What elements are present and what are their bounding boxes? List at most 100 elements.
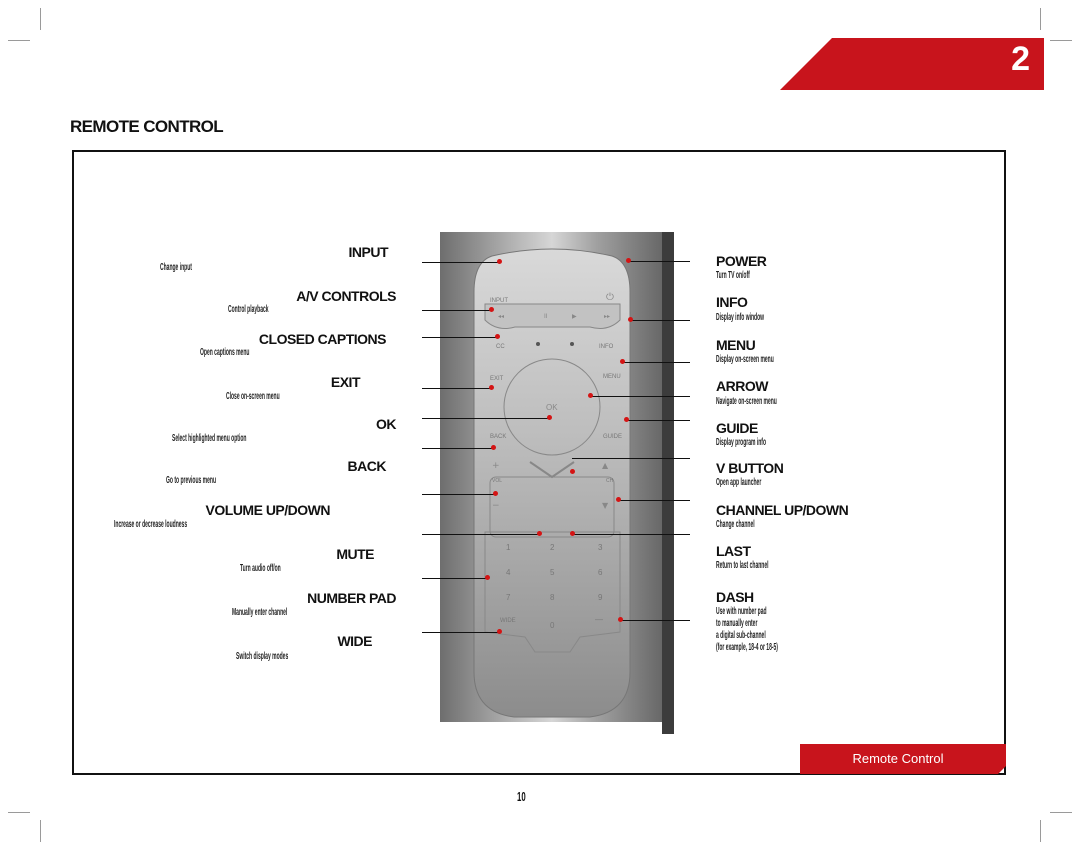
leader-line [422,578,488,579]
plus-icon: + [492,461,500,471]
callout-closed-captions-desc: Open captions menu [200,347,250,358]
callout-dot [537,531,542,536]
leader-line [422,337,498,338]
power-icon: ⏻ [606,292,614,303]
leader-line [572,534,690,535]
callout-dot [485,575,490,580]
number-button-text: 9 [598,593,603,602]
callout-v-button-desc: Open app launcher [716,477,762,488]
callout-dot [489,385,494,390]
minus-icon: − [492,501,500,511]
leader-line [628,261,690,262]
menu-button-text: MENU [603,374,621,380]
number-button-text: 4 [506,568,511,577]
number-button-text: 5 [550,568,555,577]
callout-dot [547,415,552,420]
callout-dash-desc-2: to manually enter [716,618,758,629]
callout-dot [489,307,494,312]
callout-dot [497,259,502,264]
callout-wide-label: WIDE [337,633,372,649]
crop-mark [40,8,41,30]
callout-channel-desc: Change channel [716,519,755,530]
crop-mark [1040,820,1041,842]
number-button-text: 8 [550,593,555,602]
callout-mute-desc: Turn audio off/on [240,563,281,574]
callout-last-desc: Return to last channel [716,560,769,571]
leader-line [422,310,492,311]
callout-dot [616,497,621,502]
crop-mark [1050,40,1072,41]
chapter-number: 2 [1011,40,1030,78]
callout-dot [588,393,593,398]
leader-line [620,620,690,621]
chapter-tab [780,38,1044,90]
callout-last-label: LAST [716,543,751,559]
section-title: REMOTE CONTROL [70,117,224,136]
crop-mark [40,820,41,842]
callout-dot [491,445,496,450]
leader-line [422,494,496,495]
leader-line [590,396,690,397]
play-icon: ▶ [572,313,577,320]
callout-dot [620,359,625,364]
callout-dot [570,469,575,474]
leader-line [618,500,690,501]
callout-info-desc: Display info window [716,312,765,323]
callout-dash-label: DASH [716,589,754,605]
wide-button-text: WIDE [500,618,516,624]
pause-icon: II [544,313,548,320]
callout-power-desc: Turn TV on/off [716,270,750,281]
callout-dot [626,258,631,263]
up-triangle-icon: ▲ [602,461,609,470]
number-button-text: 0 [550,621,555,630]
callout-volume-label: VOLUME UP/DOWN [205,502,331,518]
exit-button-text: EXIT [490,376,504,382]
callout-menu-desc: Display on-screen menu [716,354,774,365]
back-button-text: BACK [490,434,506,440]
leader-line [422,418,550,419]
callout-dash-desc-4: (for example, 18-4 or 18-5) [716,642,778,653]
remote-illustration: INPUT INFO CC EXIT MENU OK BACK GUIDE VO… [440,232,674,734]
callout-menu-label: MENU [716,337,756,353]
callout-number-pad-desc: Manually enter channel [232,607,288,618]
callout-info-label: INFO [716,294,748,310]
number-button-text: 7 [506,593,511,602]
callout-wide-desc: Switch display modes [236,651,289,662]
callout-volume-desc: Increase or decrease loudness [114,519,188,530]
callout-dot [570,531,575,536]
callout-av-controls-desc: Control playback [228,304,269,315]
callout-dot [495,334,500,339]
cc-button-text: CC [496,344,505,350]
callout-ok-label: OK [376,416,397,432]
rewind-icon: ◂◂ [498,313,504,320]
crop-mark [1050,812,1072,813]
callout-dot [624,417,629,422]
page-number: 10 [517,789,526,804]
leader-line [422,534,540,535]
leader-line [622,362,690,363]
callout-av-controls-label: A/V CONTROLS [296,288,396,304]
callout-exit-desc: Close on-screen menu [226,391,280,402]
leader-line [422,262,500,263]
leader-line [422,448,494,449]
leader-line [630,320,690,321]
number-button-text: 1 [506,543,511,552]
callout-input-desc: Change input [160,262,192,273]
callout-dot [618,617,623,622]
callout-channel-label: CHANNEL UP/DOWN [716,502,849,518]
number-button-text: 6 [598,568,603,577]
callout-ok-desc: Select highlighted menu option [172,433,247,444]
vol-button-text: VOL [492,478,502,484]
content-frame [72,150,1006,775]
ok-button-text: OK [546,403,558,412]
callout-arrow-label: ARROW [716,378,768,394]
callout-arrow-desc: Navigate on-screen menu [716,396,777,407]
down-triangle-icon: ▼ [602,501,609,510]
number-button-text: 3 [598,543,603,552]
dash-button-text: — [595,615,603,624]
callout-back-label: BACK [347,458,387,474]
ch-button-text: CH [606,478,614,484]
callout-exit-label: EXIT [330,374,361,390]
leader-line [422,388,492,389]
callout-dot [497,629,502,634]
